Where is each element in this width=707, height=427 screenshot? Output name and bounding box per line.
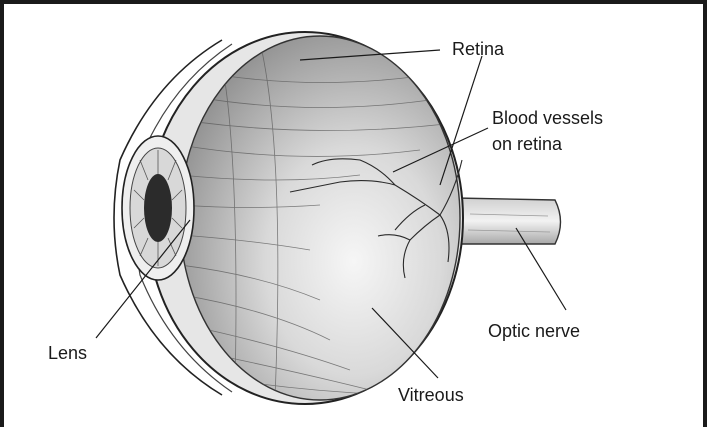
globe-interior	[180, 36, 460, 400]
vitreous-label: Vitreous	[398, 384, 464, 406]
optic-nerve-shape	[455, 198, 561, 244]
lens-label: Lens	[48, 342, 87, 364]
iris-lens-assembly	[122, 136, 194, 280]
blood-vessels-label-line2: on retina	[492, 133, 562, 155]
optic-nerve-label: Optic nerve	[488, 320, 580, 342]
retina-label: Retina	[452, 38, 504, 60]
blood-vessels-label-line1: Blood vessels	[492, 107, 603, 129]
